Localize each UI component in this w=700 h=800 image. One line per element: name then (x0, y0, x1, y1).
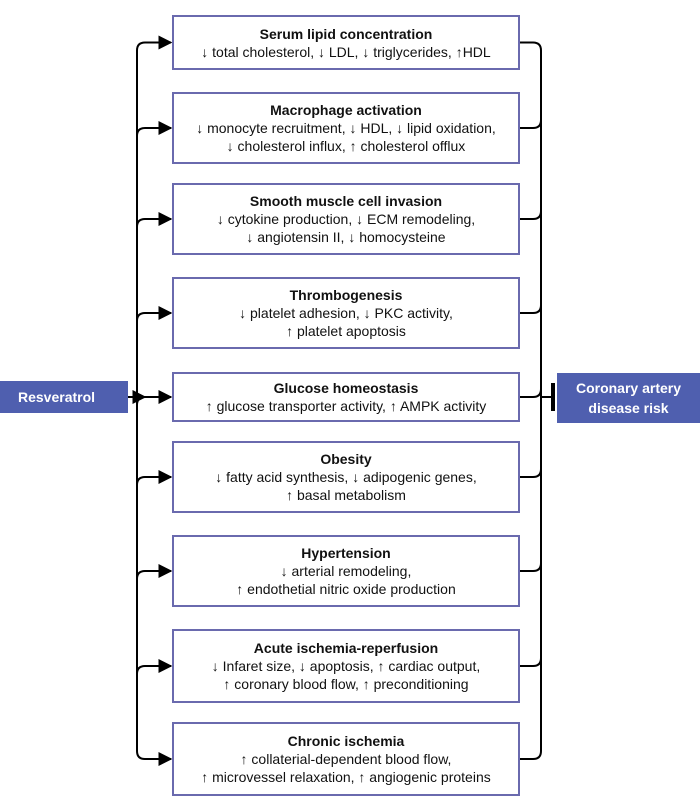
effect-detail-line: ↓ monocyte recruitment, ↓ HDL, ↓ lipid o… (196, 120, 496, 136)
effect-box-obesity: Obesity ↓ fatty acid synthesis, ↓ adipoge… (172, 441, 520, 513)
risk-label-line-2: disease risk (588, 400, 669, 416)
effect-output-line-5 (520, 388, 542, 398)
effect-title: Macrophage activation (270, 102, 422, 118)
effect-box-acute-ischemia-reperfusion: Acute ischemia-reperfusion ↓ Infaret size… (172, 629, 520, 703)
effect-detail-line: ↑ collaterial-dependent blood flow, (240, 751, 452, 767)
effect-output-line-2 (520, 119, 542, 129)
effect-detail-line: ↓ fatty acid synthesis, ↓ adipogenic gen… (215, 469, 477, 485)
effect-output-line-7 (520, 562, 542, 572)
effect-box-thrombogenesis: Thrombogenesis ↓ platelet adhesion, ↓ PKC… (172, 277, 520, 349)
risk-label-text: Coronary artery disease risk (576, 378, 681, 418)
effect-title: Serum lipid concentration (259, 25, 433, 42)
effect-box-glucose-homeostasis: Glucose homeostasis ↑ glucose transporter… (172, 372, 520, 422)
effect-title: Thrombogenesis (289, 287, 403, 303)
effect-detail-line: ↑ platelet apoptosis (286, 323, 406, 339)
effect-output-line-4 (520, 304, 542, 314)
resveratrol-label: Resveratrol (18, 389, 96, 405)
effect-detail-line: ↓ cytokine production, ↓ ECM remodeling, (216, 211, 476, 227)
effect-box-macrophage-activation: Macrophage activation ↓ monocyte recruitm… (172, 92, 520, 164)
effect-title: Smooth muscle cell invasion (249, 193, 443, 209)
effect-title: Chronic ischemia (287, 733, 405, 749)
effect-detail-line: ↓ arterial remodeling, (280, 563, 412, 579)
effect-arrow-5 (136, 390, 173, 406)
effect-title: Acute ischemia-reperfusion (253, 640, 439, 656)
effect-box-chronic-ischemia: Chronic ischemia ↑ collaterial-dependent … (172, 722, 520, 796)
effect-detail-line: ↓ total cholesterol, ↓ LDL, ↓ triglyceri… (201, 43, 491, 60)
effect-box-smooth-muscle-cell-invasion: Smooth muscle cell invasion ↓ cytokine pr… (172, 183, 520, 255)
effect-box-serum-lipid-concentration: Serum lipid concentration↓ total cholest… (172, 15, 520, 70)
right-collection-bus (532, 41, 542, 760)
risk-label-line-1: Coronary artery (575, 380, 682, 396)
effect-box-hypertension: Hypertension ↓ arterial remodeling, ↑ endo… (172, 535, 520, 607)
effect-detail-line: ↑ basal metabolism (286, 487, 406, 503)
effect-detail-line: ↑ microvessel relaxation, ↑ angiogenic p… (201, 769, 491, 785)
effect-detail-line: ↓ Infaret size, ↓ apoptosis, ↑ cardiac o… (211, 658, 481, 674)
effect-detail-line: ↑ coronary blood flow, ↑ preconditioning (223, 676, 469, 692)
effect-detail-line: ↓ cholesterol influx, ↑ cholesterol offl… (226, 138, 466, 154)
effect-arrow-2 (136, 121, 173, 137)
effect-arrow-7 (136, 564, 173, 580)
effect-detail-line: ↓ angiotensin II, ↓ homocysteine (246, 229, 446, 245)
coronary-artery-disease-risk-node: Coronary artery disease risk (557, 373, 700, 423)
resveratrol-node: Resveratrol (0, 381, 128, 413)
effect-arrow-8 (136, 659, 173, 675)
effect-arrow-3 (136, 212, 173, 228)
effect-detail-line: ↓ platelet adhesion, ↓ PKC activity, (239, 305, 453, 321)
effect-output-line-6 (520, 468, 542, 478)
effect-arrow-6 (136, 470, 173, 486)
effect-output-line-8 (520, 657, 542, 667)
effect-title: Obesity (320, 451, 372, 467)
effect-arrow-4 (136, 306, 173, 322)
effect-detail-line: ↑ glucose transporter activity, ↑ AMPK a… (205, 398, 487, 414)
effect-title: Glucose homeostasis (273, 380, 419, 396)
effect-title: Hypertension (301, 545, 391, 561)
effect-detail-line: ↑ endothetial nitric oxide production (236, 581, 456, 597)
effect-output-line-3 (520, 210, 542, 220)
